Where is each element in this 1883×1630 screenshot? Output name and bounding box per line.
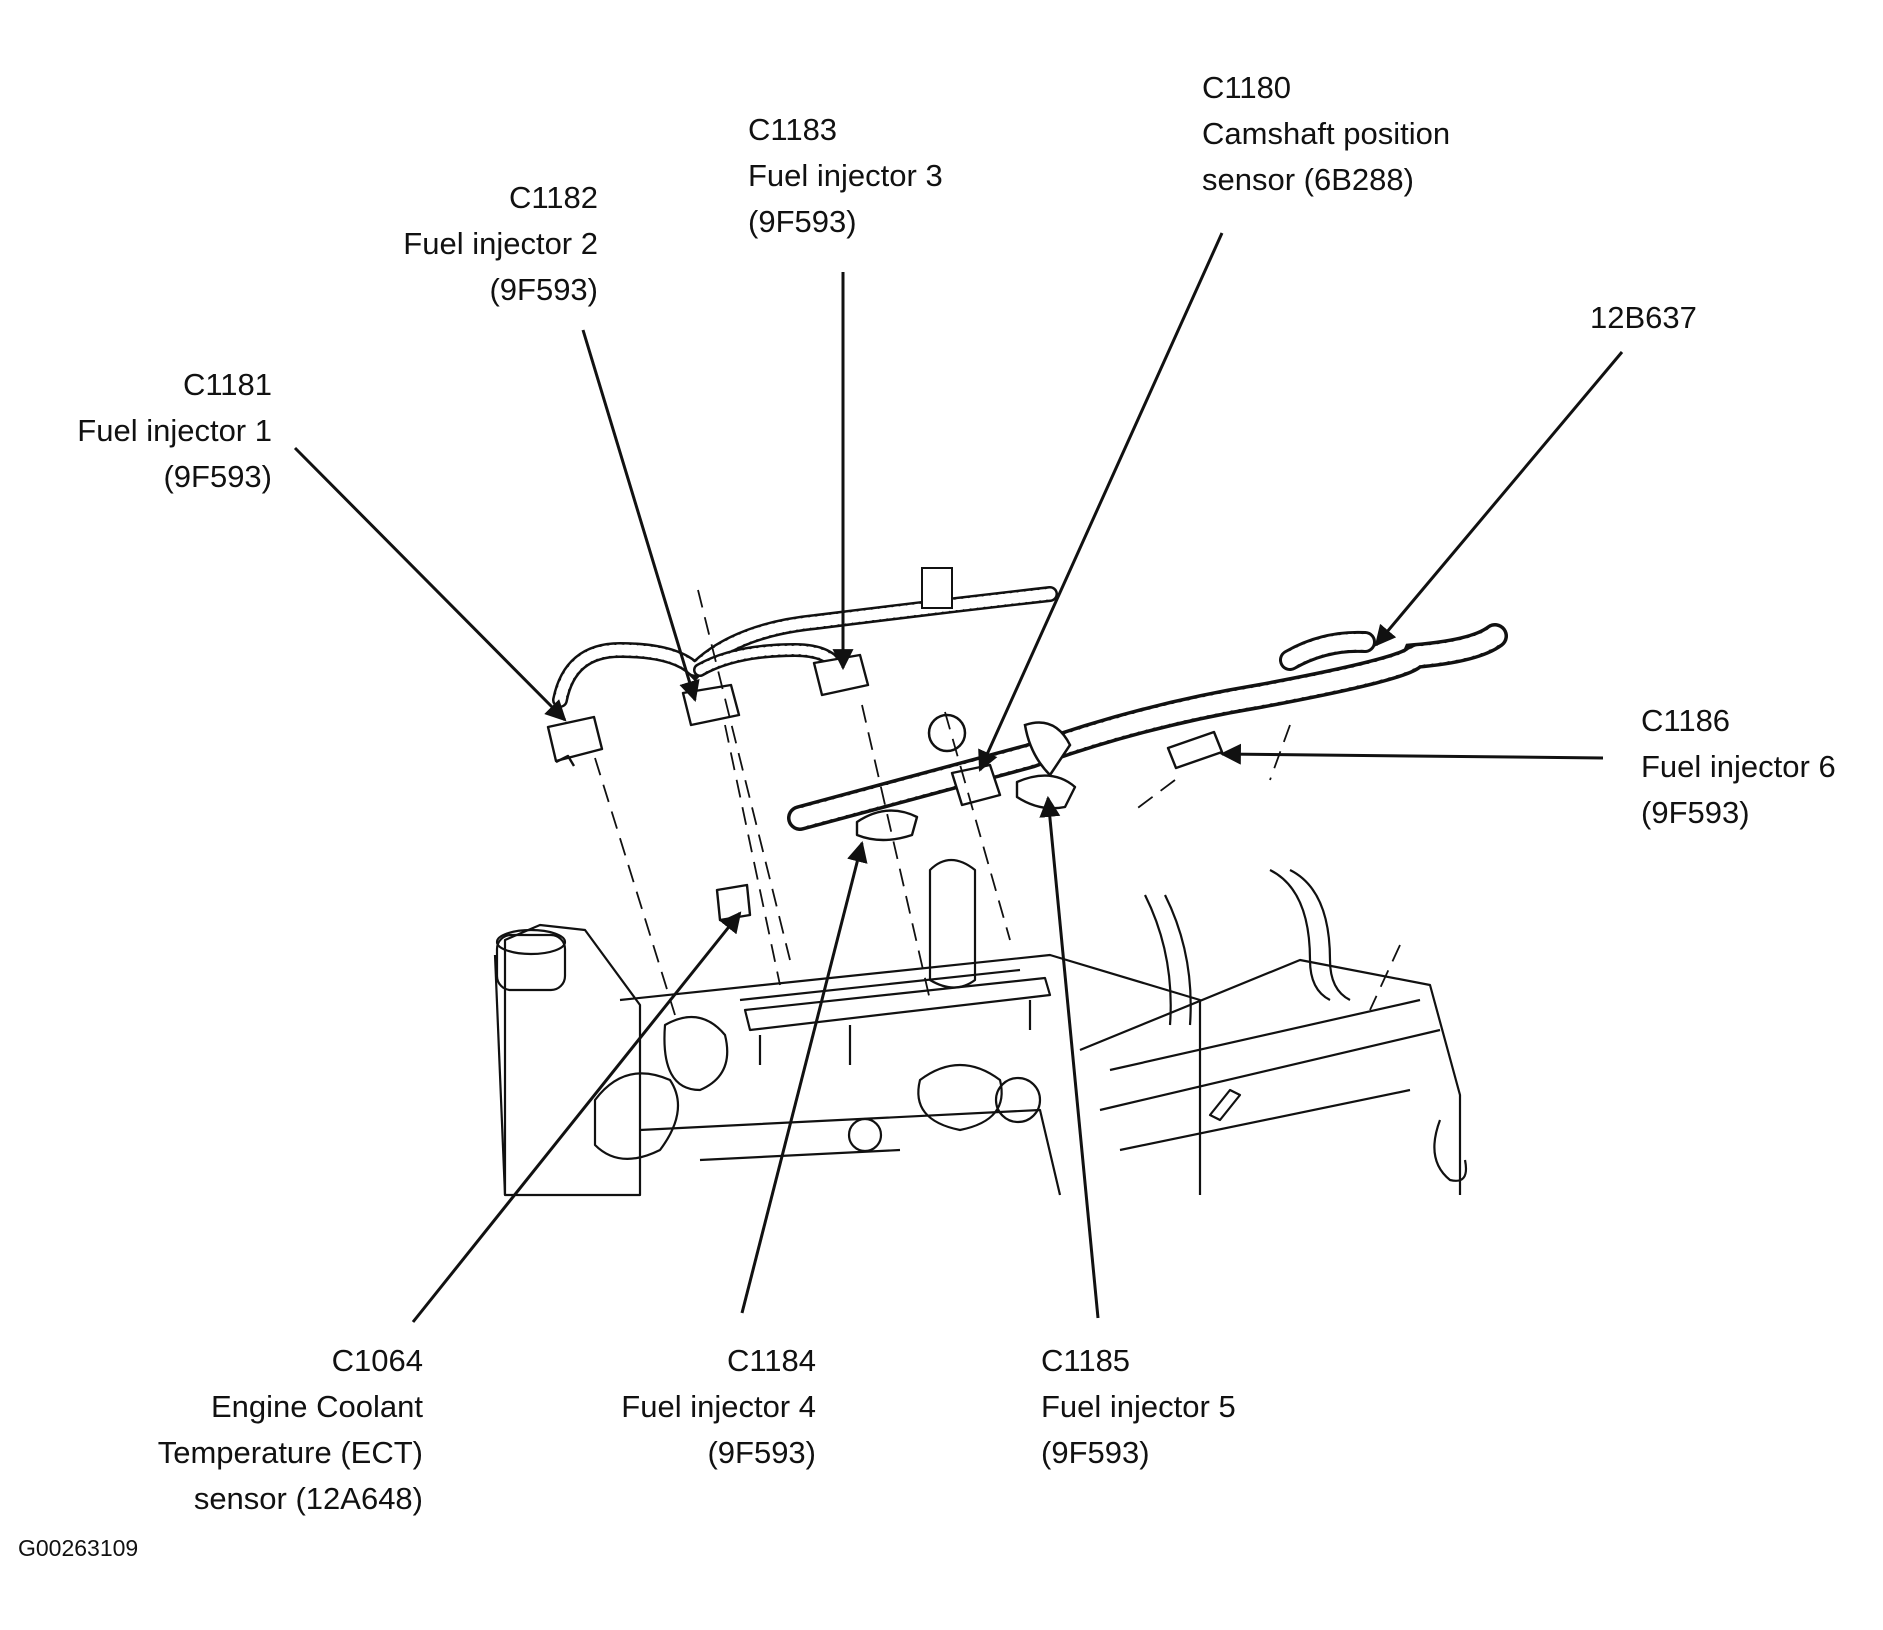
component-name: Fuel injector 4 — [621, 1389, 816, 1424]
component-name: Engine Coolant — [211, 1389, 423, 1424]
part-number: (9F593) — [489, 272, 598, 307]
connectors — [546, 653, 1224, 922]
callout-c1064: C1064 Engine Coolant Temperature (ECT) s… — [118, 1338, 423, 1522]
connector-code: C1185 — [1041, 1343, 1131, 1378]
part-number: sensor (12A648) — [193, 1481, 423, 1516]
part-number: 12B637 — [1590, 300, 1697, 335]
callout-c1180: C1180 Camshaft position sensor (6B288) — [1202, 65, 1450, 203]
connector-code: C1180 — [1202, 70, 1292, 105]
component-name: Camshaft position — [1202, 116, 1451, 151]
component-name-line-2: Temperature (ECT) — [157, 1435, 423, 1470]
callout-c1181: C1181 Fuel injector 1 (9F593) — [44, 362, 272, 500]
component-name: Fuel injector 6 — [1641, 749, 1836, 784]
component-name: Fuel injector 5 — [1041, 1389, 1236, 1424]
callout-c1182: C1182 Fuel injector 2 (9F593) — [368, 175, 598, 313]
leader-arrows — [293, 232, 1624, 1323]
installation-guide-lines — [594, 589, 1401, 1016]
callout-c1183: C1183 Fuel injector 3 (9F593) — [748, 107, 943, 245]
part-number: (9F593) — [707, 1435, 816, 1470]
part-number: (9F593) — [1041, 1435, 1150, 1470]
callout-12b637: 12B637 — [1590, 295, 1697, 341]
connector-code: C1184 — [726, 1343, 816, 1378]
connector-code: C1183 — [748, 112, 838, 147]
part-number: (9F593) — [748, 204, 857, 239]
harness-upper-branch — [552, 567, 1058, 708]
harness-lower-branch — [787, 623, 1508, 831]
connector-code: C1181 — [182, 367, 272, 402]
engine-body — [493, 858, 1468, 1197]
component-name: Fuel injector 3 — [748, 158, 943, 193]
part-number: (9F593) — [163, 459, 272, 494]
callout-c1186: C1186 Fuel injector 6 (9F593) — [1641, 698, 1836, 836]
connector-code: C1182 — [508, 180, 598, 215]
component-name: Fuel injector 2 — [403, 226, 598, 261]
figure-id: G00263109 — [18, 1535, 139, 1561]
callout-c1184: C1184 Fuel injector 4 (9F593) — [556, 1338, 816, 1476]
part-number: (9F593) — [1641, 795, 1750, 830]
callout-c1185: C1185 Fuel injector 5 (9F593) — [1041, 1338, 1236, 1476]
component-name: Fuel injector 1 — [77, 413, 272, 448]
connector-code: C1064 — [331, 1343, 423, 1378]
connector-code: C1186 — [1641, 703, 1731, 738]
component-name-line-2: sensor (6B288) — [1202, 162, 1414, 197]
